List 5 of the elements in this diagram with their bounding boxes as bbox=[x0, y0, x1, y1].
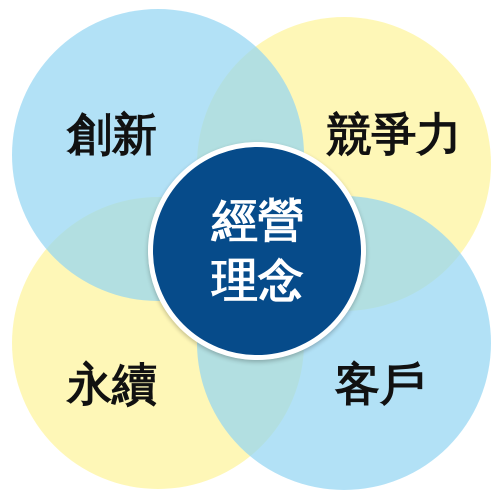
circle-label: 客戶 bbox=[335, 362, 425, 406]
circle-label: 創新 bbox=[67, 112, 157, 156]
center-title: 經營理念 bbox=[210, 192, 305, 309]
circle-label: 競爭力 bbox=[326, 112, 462, 156]
circle-label: 永續 bbox=[67, 362, 157, 406]
